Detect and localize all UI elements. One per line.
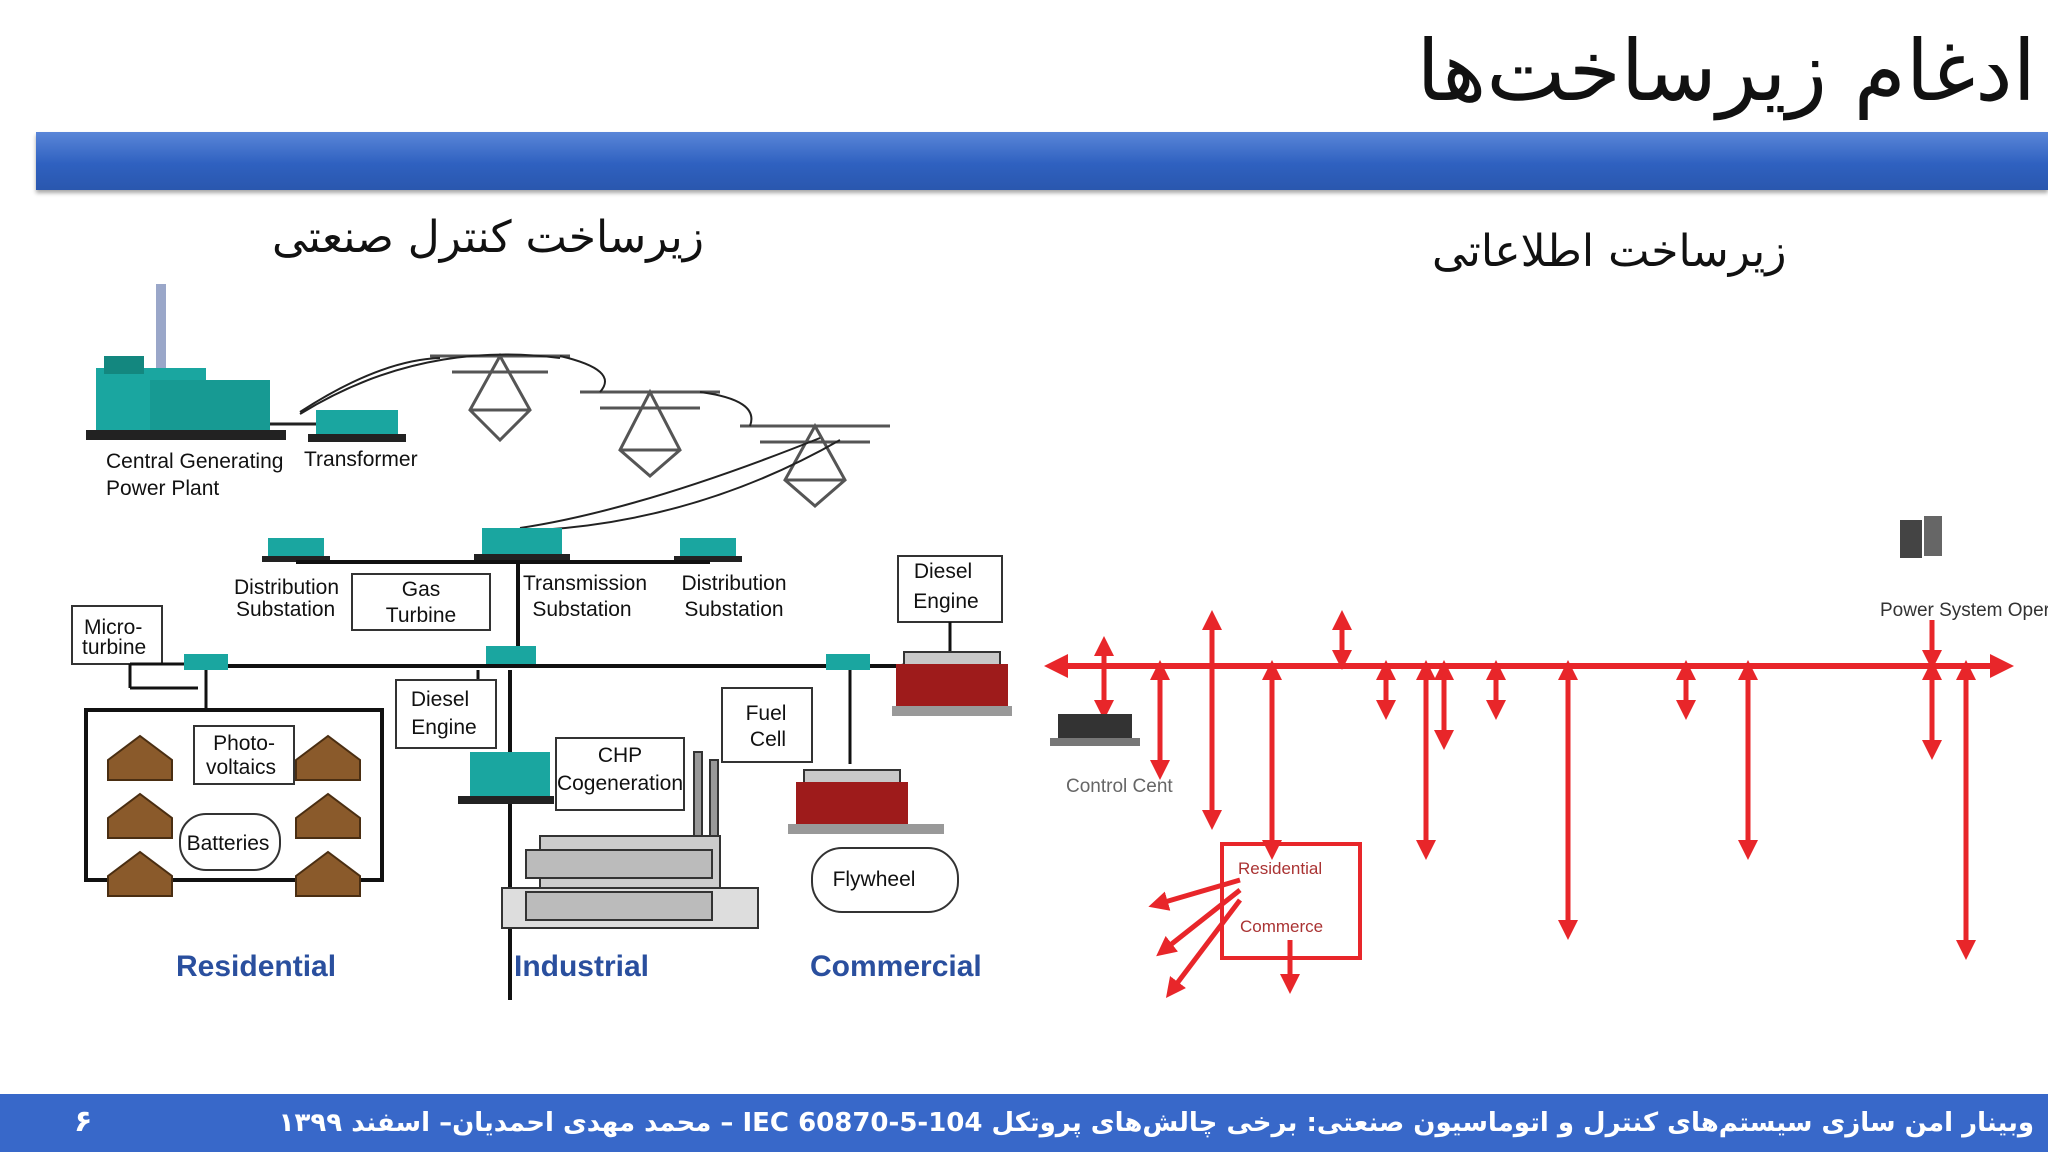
control-center-label: Control Cent	[1066, 776, 1173, 797]
batteries-box	[179, 813, 281, 871]
transformer-icon	[308, 410, 406, 442]
left-section-heading: زیرساخت کنترل صنعتی	[272, 212, 704, 263]
right-section-heading: زیرساخت اطلاعاتی	[1432, 226, 1787, 277]
commercial-label: Commercial	[810, 950, 982, 983]
industrial-label: Industrial	[514, 950, 649, 983]
gas-turbine-box	[351, 573, 491, 631]
substation-icons	[262, 528, 742, 562]
footer-bar	[0, 1094, 2048, 1152]
photovoltaics-box	[193, 725, 295, 785]
footer-text: وبینار امن سازی سیستم‌های کنترل و اتوماس…	[278, 1108, 2034, 1138]
flywheel-label: Flywheel	[833, 868, 916, 891]
transformer-label: Transformer	[304, 448, 418, 471]
box-label-1: Residential	[1238, 859, 1322, 878]
control-center-icon	[1050, 714, 1140, 746]
photovoltaics-label: Photo-voltaics	[206, 732, 276, 779]
operator-icon	[1900, 516, 1942, 558]
micro-turbine-label: Micro-turbine	[82, 616, 146, 659]
flywheel-box	[811, 847, 959, 913]
power-plant-icon	[86, 284, 286, 440]
slide-title: ادغام زیرساخت‌ها	[1416, 22, 2036, 120]
micro-turbine-box	[71, 605, 163, 665]
factory-icon	[501, 751, 759, 929]
batteries-label: Batteries	[187, 832, 270, 855]
residential-label: Residential	[176, 950, 336, 983]
title-bar	[36, 132, 2048, 190]
diesel-engine-mid-box	[395, 679, 497, 749]
transmission-tower-icon	[430, 352, 890, 508]
chp-unit-icon	[458, 752, 554, 804]
box-arrows	[1148, 877, 1300, 998]
residential-block	[84, 708, 384, 882]
network-drops	[1094, 610, 1976, 960]
feeder-substation-icons	[184, 646, 870, 670]
commercial-building-icon	[788, 651, 1012, 834]
page-number: ۶	[74, 1104, 93, 1139]
house-icons	[107, 734, 361, 897]
box-label-2: Commerce	[1240, 917, 1323, 936]
information-network-diagram: Control Cent Power System Opera Resident…	[1044, 516, 2048, 998]
operator-label: Power System Opera	[1880, 600, 2048, 621]
chp-box	[555, 737, 685, 811]
fuel-cell-box	[721, 687, 813, 763]
